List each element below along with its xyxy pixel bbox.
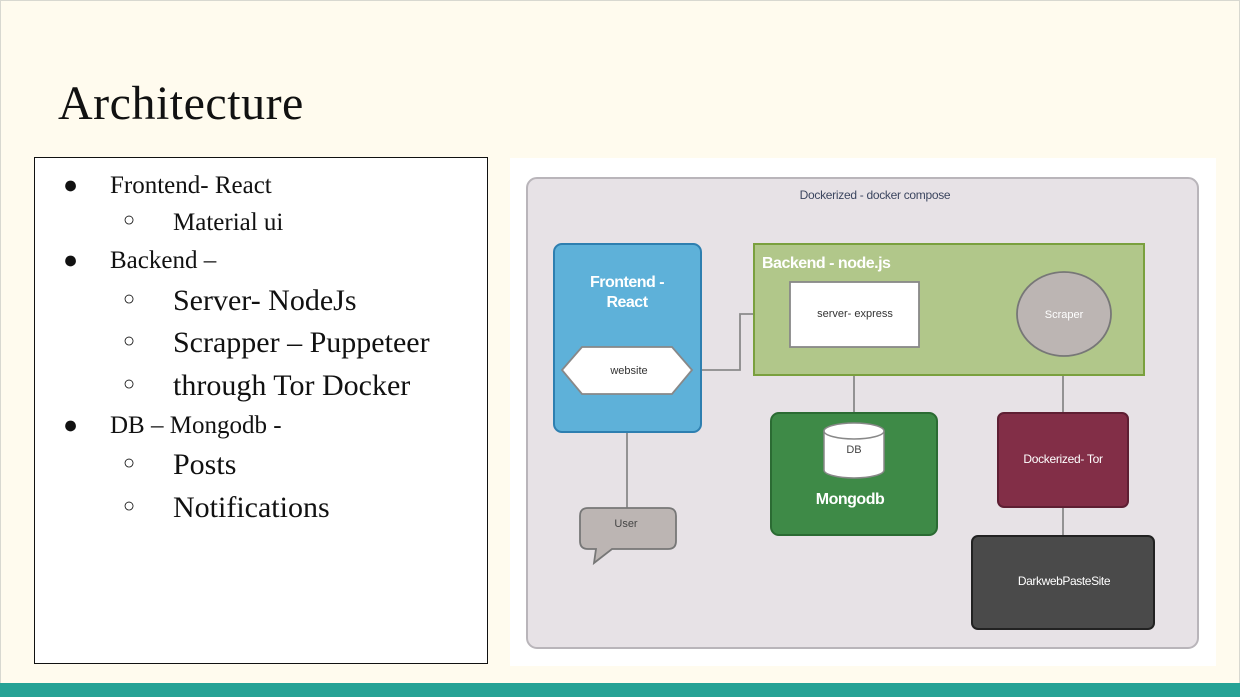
tor-label: Dockerized- Tor — [1023, 452, 1103, 466]
darkweb-label: DarkwebPasteSite — [1018, 574, 1111, 588]
server-label: server- express — [817, 308, 893, 320]
website-hexagon — [560, 346, 694, 395]
slide-title: Architecture — [58, 77, 304, 130]
bullet-text: Frontend- React — [110, 172, 272, 199]
sub-bullet-marker: ○ — [123, 452, 136, 474]
container-label: Dockerized - docker compose — [800, 188, 951, 202]
scraper-circle — [1016, 271, 1112, 357]
sub-bullet-marker: ○ — [123, 373, 136, 395]
sub-bullet-marker: ○ — [123, 330, 136, 352]
db-label: DB — [846, 444, 861, 456]
frontend-box — [553, 243, 702, 433]
bullet-marker: ● — [63, 412, 79, 439]
bullet-text: Server- NodeJs — [173, 284, 357, 317]
backend-label: Backend - node.js — [762, 255, 891, 272]
user-speech-bubble — [579, 507, 677, 566]
mongodb-label: Mongodb — [816, 491, 885, 508]
user-label: User — [614, 518, 638, 530]
footer-accent-bar — [0, 683, 1240, 697]
frontend-label: Frontend - — [590, 274, 664, 291]
bullet-text: Material ui — [173, 209, 284, 236]
bullet-text: Posts — [173, 448, 237, 481]
sub-bullet-marker: ○ — [123, 288, 136, 310]
scraper-label: Scraper — [1045, 309, 1084, 321]
database-icon — [823, 422, 885, 479]
sub-bullet-marker: ○ — [123, 495, 136, 517]
bullet-text: DB – Mongodb - — [110, 412, 282, 439]
bullet-list-box: ● Frontend- React ○ Material ui ● Backen… — [34, 157, 488, 664]
architecture-diagram: Dockerized - docker compose Frontend - R… — [510, 158, 1216, 666]
sub-bullet-marker: ○ — [123, 209, 136, 231]
bullet-text: through Tor Docker — [173, 369, 411, 402]
darkweb-box — [971, 535, 1155, 630]
tor-box — [997, 412, 1129, 508]
frontend-label: React — [606, 294, 648, 311]
bullet-marker: ● — [63, 247, 79, 274]
server-express-box — [789, 281, 920, 348]
website-label: website — [609, 365, 647, 377]
bullet-marker: ● — [63, 172, 79, 199]
bullet-text: Notifications — [173, 491, 330, 524]
bullet-text: Backend – — [110, 247, 217, 274]
bullet-text: Scrapper – Puppeteer — [173, 326, 430, 359]
